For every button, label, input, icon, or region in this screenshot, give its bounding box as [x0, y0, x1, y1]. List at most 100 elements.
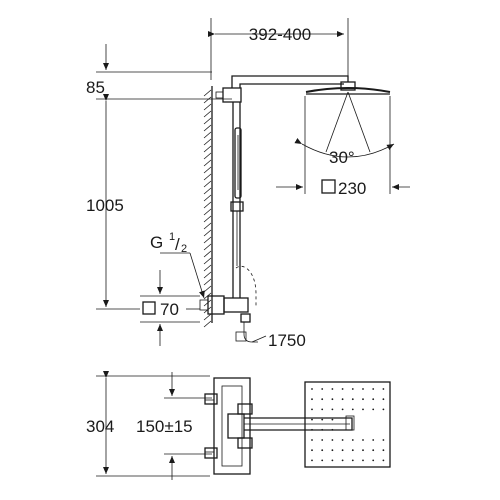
dim-width: 392-400 — [208, 18, 349, 82]
nozzle-dot — [341, 459, 344, 462]
width-label: 392-400 — [249, 25, 311, 44]
wall-hatch-line — [203, 264, 212, 272]
nozzle-dot — [321, 428, 324, 431]
wall-hatch-line — [203, 194, 212, 202]
nozzle-dot — [362, 439, 364, 441]
thread-den: 2 — [181, 243, 187, 255]
wall-hatch-line — [203, 138, 212, 146]
nozzle-dot — [321, 459, 324, 462]
wall-hatch-line — [203, 320, 212, 328]
nozzle-dot — [372, 408, 375, 411]
wall-hatch-line — [203, 187, 212, 195]
nozzle-dot — [372, 439, 375, 441]
nozzle-dot — [311, 439, 313, 441]
top-offset-label: 85 — [86, 78, 105, 97]
dim-thermostat: 70 — [140, 270, 200, 346]
thread-callout: G 1 / 2 — [150, 231, 205, 299]
nozzle-dot — [372, 459, 375, 462]
nozzle-dot — [362, 459, 364, 462]
nozzle-dot — [311, 398, 313, 401]
nozzle-dot — [341, 439, 344, 441]
nozzle-dot — [351, 459, 354, 462]
hose-length-label: 1750 — [268, 331, 306, 350]
nozzle-dot — [372, 388, 375, 390]
nozzle-dot — [331, 408, 334, 411]
dim-center-distance: 150±15 — [136, 372, 212, 480]
spray-angle-label: 30° — [329, 148, 355, 167]
nozzle-dot — [362, 398, 364, 401]
thermostat-plan — [204, 377, 253, 475]
nozzle-dot — [341, 388, 344, 390]
nozzle-dot — [321, 449, 324, 452]
wall-hatch-line — [203, 278, 212, 286]
nozzle-dot — [331, 428, 334, 431]
square-icon — [142, 301, 156, 315]
nozzle-dot — [382, 449, 385, 452]
wall-hatch-line — [203, 89, 212, 97]
wall-hatch-line — [203, 152, 212, 160]
wall — [203, 86, 213, 328]
head-square — [304, 381, 391, 468]
head-shower-plan — [244, 381, 391, 468]
wall-hatch-line — [203, 243, 212, 251]
head-size-label: 230 — [338, 179, 366, 198]
wall-hatch-line — [203, 271, 212, 279]
shower-column — [199, 75, 349, 343]
nozzle-dot — [321, 418, 324, 421]
wall-hatch-line — [203, 103, 212, 111]
nozzle-dot — [321, 398, 324, 401]
nozzle-dot — [362, 449, 364, 452]
wall-hatch-line — [203, 250, 212, 258]
nozzle-dot — [341, 449, 344, 452]
wall-hatch-line — [203, 222, 212, 230]
nozzle-dot — [311, 388, 313, 390]
nozzle-dot — [372, 398, 375, 401]
head-shower: 30° — [294, 81, 395, 167]
thread-prefix: G — [150, 233, 163, 252]
bottom-height-label: 304 — [86, 417, 114, 436]
wall-hatch-line — [203, 236, 212, 244]
wall-hatch-line — [203, 208, 212, 216]
nozzle-dot — [382, 459, 385, 462]
nozzle-dot — [311, 449, 313, 452]
nozzle-dot — [321, 439, 324, 441]
nozzle-dot — [382, 408, 385, 411]
nozzle-dot — [351, 388, 354, 390]
dim-height: 85 1005 — [86, 44, 232, 310]
nozzle-dot — [331, 418, 334, 421]
wall-hatch-line — [203, 257, 212, 265]
nozzle-dot — [311, 418, 313, 421]
dim-head-size: 230 — [276, 96, 410, 198]
nozzle-dot — [341, 398, 344, 401]
nozzle-dot — [382, 388, 385, 390]
nozzle-dot — [331, 388, 334, 390]
nozzle-dot — [362, 408, 364, 411]
nozzle-dot — [382, 439, 385, 441]
wall-hatch-line — [203, 173, 212, 181]
nozzle-dot — [321, 408, 324, 411]
nozzle-dot — [351, 439, 354, 441]
height-label: 1005 — [86, 196, 124, 215]
wall-hatch-line — [203, 159, 212, 167]
nozzle-dot — [362, 388, 364, 390]
wall-hatch-line — [203, 285, 212, 293]
thread-num: 1 — [169, 231, 175, 243]
thread-slash: / — [175, 235, 180, 254]
nozzle-dot — [372, 449, 375, 452]
wall-hatch-line — [203, 110, 212, 118]
nozzle-dot — [331, 449, 334, 452]
thermostat-size-label: 70 — [160, 300, 179, 319]
wall-hatch-line — [203, 215, 212, 223]
center-distance-label: 150±15 — [136, 417, 193, 436]
wall-hatch-line — [203, 229, 212, 237]
nozzle-dot — [311, 428, 313, 431]
nozzle-dot — [331, 459, 334, 462]
nozzle-dot — [311, 459, 313, 462]
nozzle-dot — [351, 398, 354, 401]
wall-hatch-line — [203, 117, 212, 125]
nozzle-dot — [331, 398, 334, 401]
wall-hatch-line — [203, 201, 212, 209]
nozzle-dot — [321, 388, 324, 390]
